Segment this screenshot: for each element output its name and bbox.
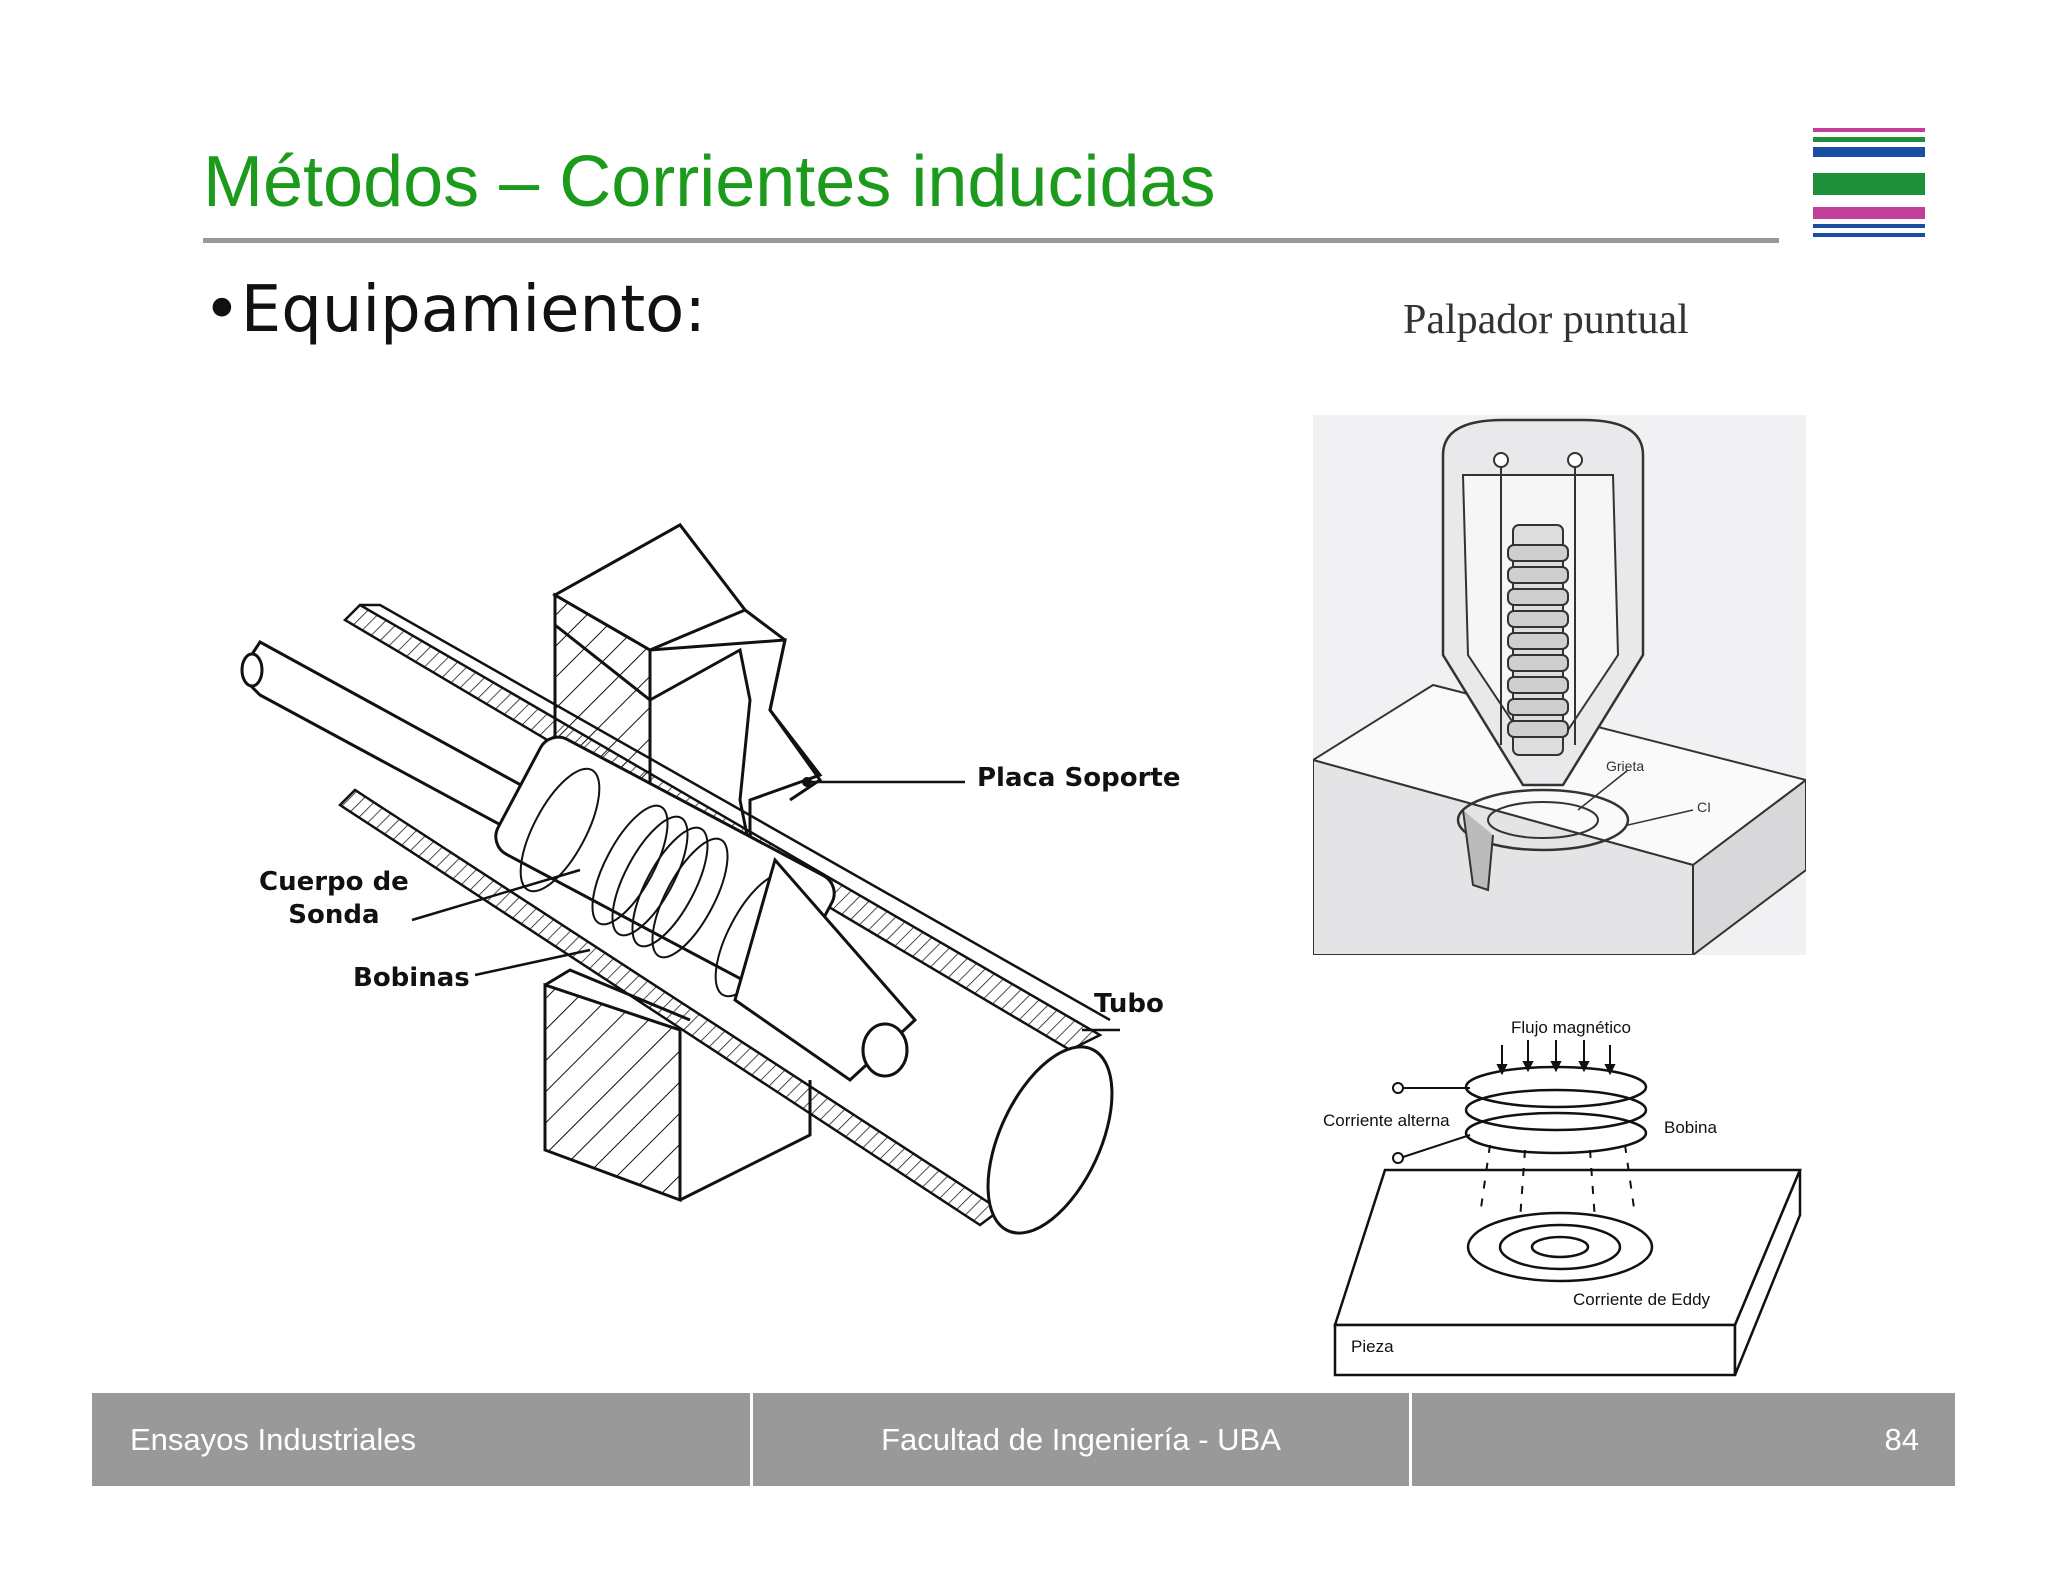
footer-divider xyxy=(1409,1393,1412,1486)
tube-probe-diagram xyxy=(240,523,1120,1235)
label-alternating-current: Corriente alterna xyxy=(1323,1111,1450,1130)
institution-logo xyxy=(1813,128,1925,237)
label-tube: Tubo xyxy=(1094,989,1164,1019)
label-coils: Bobinas xyxy=(353,963,470,993)
label-probe-body: Cuerpo de Sonda xyxy=(259,867,409,930)
label-crack: Grieta xyxy=(1606,758,1645,774)
footer-bar: Ensayos Industriales Facultad de Ingenie… xyxy=(92,1393,1955,1486)
slide-title: Métodos – Corrientes inducidas xyxy=(203,142,1216,222)
footer-divider xyxy=(750,1393,753,1486)
bullet-equipamiento: •Equipamiento: xyxy=(203,273,706,347)
label-ci: CI xyxy=(1697,799,1711,815)
label-support-plate: Placa Soporte xyxy=(977,763,1181,793)
point-probe-diagram xyxy=(1313,415,1806,955)
point-probe-title: Palpador puntual xyxy=(1403,297,1689,343)
label-coil: Bobina xyxy=(1664,1118,1717,1137)
label-magnetic-flux: Flujo magnético xyxy=(1511,1018,1632,1037)
label-eddy-current: Corriente de Eddy xyxy=(1573,1290,1711,1309)
title-underline xyxy=(203,238,1779,243)
footer-institution: Facultad de Ingeniería - UBA xyxy=(881,1422,1281,1457)
footer-page-number: 84 xyxy=(1884,1422,1919,1457)
footer-course: Ensayos Industriales xyxy=(130,1422,417,1457)
label-part: Pieza xyxy=(1351,1337,1394,1356)
eddy-current-diagram xyxy=(1333,1040,1802,1377)
